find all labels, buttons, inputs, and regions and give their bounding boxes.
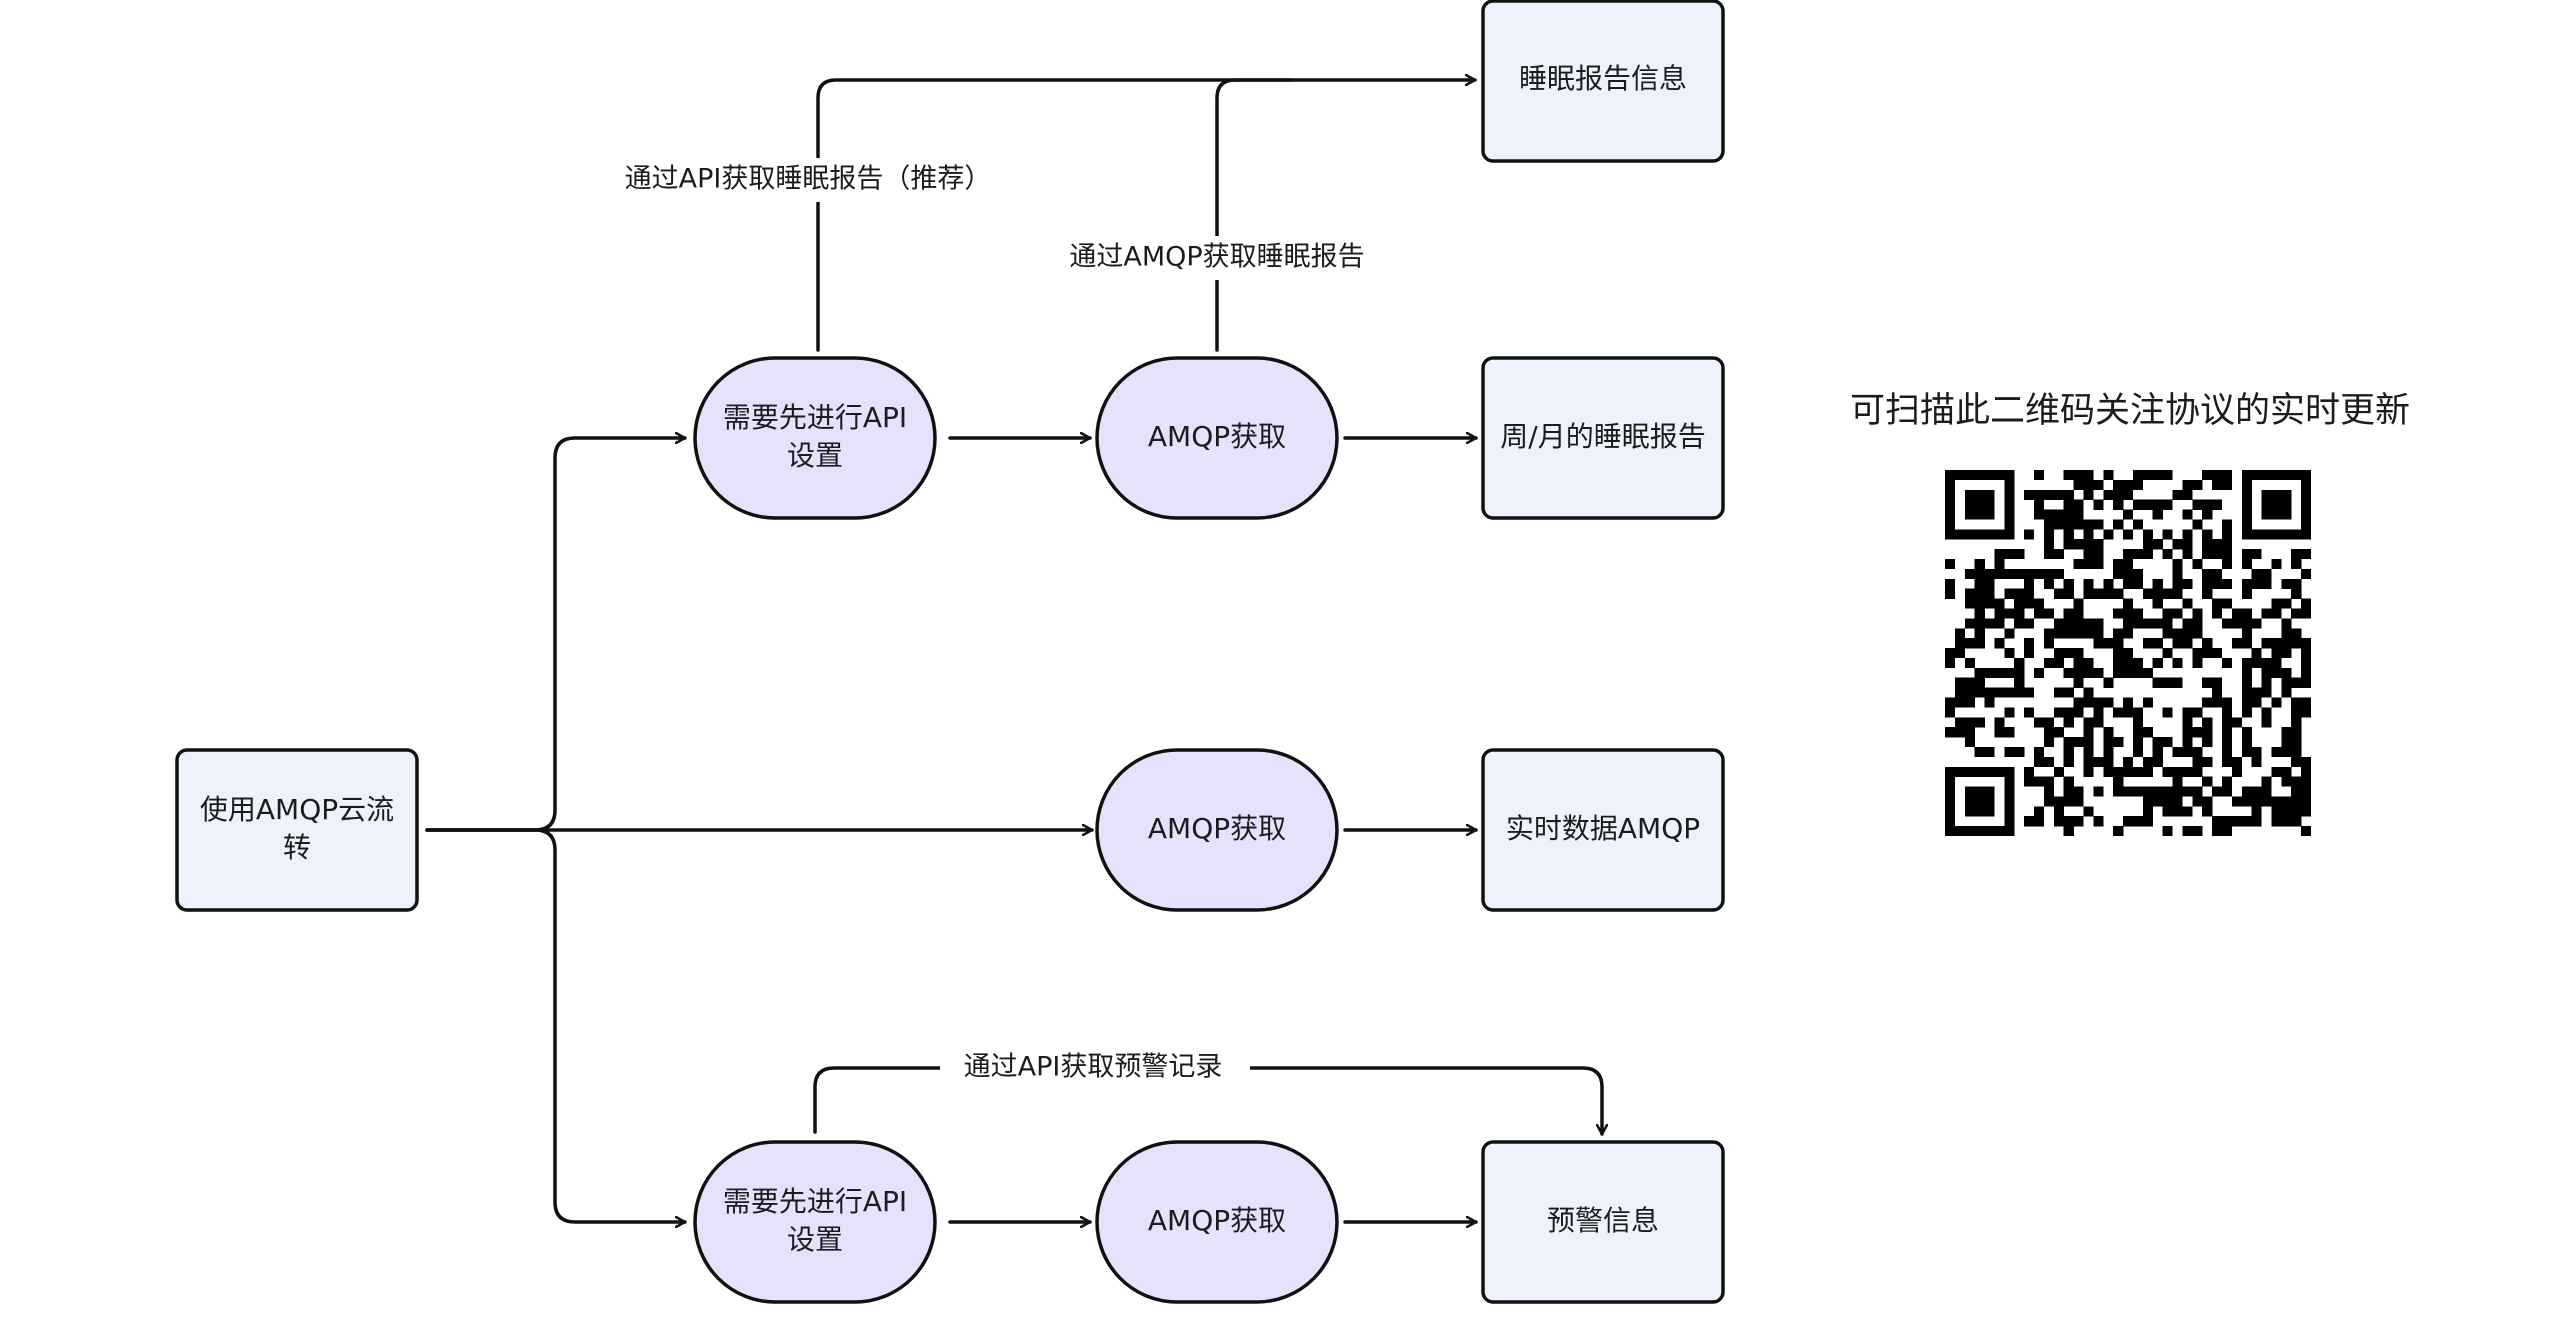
edge-api-top-to-sleep-info — [816, 80, 1477, 352]
node-source — [175, 748, 419, 912]
edge-label-amqp-sleep-report: 通过AMQP获取睡眠报告 — [1069, 242, 1364, 273]
node-alert-info-label: 预警信息 — [1547, 1204, 1659, 1237]
node-weekly-monthly-report — [1481, 356, 1725, 520]
node-alert-info — [1481, 1140, 1725, 1304]
qr-code-icon[interactable] — [1945, 470, 2312, 837]
node-source-label: 使用AMQP云流转 — [200, 793, 394, 864]
node-amqp-mid — [1095, 748, 1339, 912]
node-amqp-bottom — [1095, 1140, 1339, 1304]
node-amqp-top-label: AMQP获取 — [1148, 420, 1286, 453]
edge-source-to-bottom — [425, 828, 687, 1222]
edge-amqp-top-to-sleep-info — [1215, 78, 1292, 352]
node-weekly-monthly-report-label: 周/月的睡眠报告 — [1500, 420, 1705, 453]
qr-caption: 可扫描此二维码关注协议的实时更新 — [1849, 391, 2410, 431]
node-amqp-top — [1095, 356, 1339, 520]
edge-source-to-top — [425, 438, 687, 832]
node-sleep-report-info-label: 睡眠报告信息 — [1519, 62, 1687, 95]
node-api-setup-bottom — [693, 1140, 937, 1304]
edge-label-api-sleep-report: 通过API获取睡眠报告（推荐） — [625, 164, 992, 195]
node-realtime-data-label: 实时数据AMQP — [1506, 812, 1700, 845]
node-amqp-bottom-label: AMQP获取 — [1148, 1204, 1286, 1237]
node-amqp-mid-label: AMQP获取 — [1148, 812, 1286, 845]
node-sleep-report-info — [1481, 0, 1725, 163]
node-realtime-data — [1481, 748, 1725, 912]
node-api-setup-top — [693, 356, 937, 520]
edge-label-api-alert-record: 通过API获取预警记录 — [964, 1052, 1223, 1083]
